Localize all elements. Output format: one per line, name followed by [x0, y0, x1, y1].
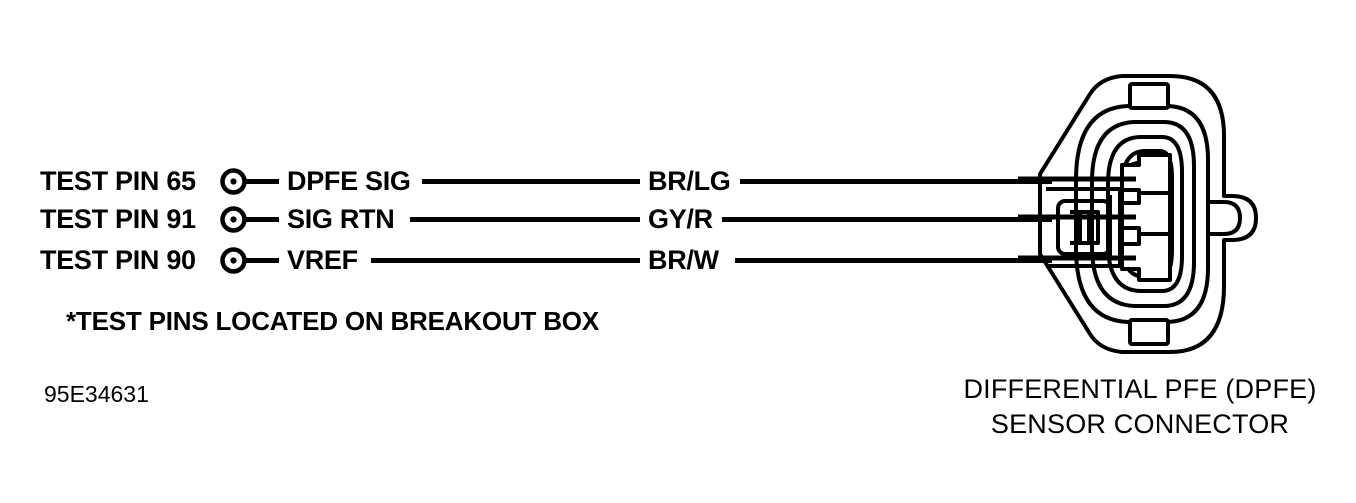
connector-bottom-tab	[1130, 320, 1168, 344]
wire-segment-2a	[410, 217, 640, 222]
wire-color-label-2: GY/R	[648, 206, 713, 233]
wire-segment-1b	[740, 179, 1052, 184]
dpfe-sensor-connector-graphic	[1018, 62, 1268, 367]
wire-segment-3a	[371, 258, 640, 263]
wire-segment-1a	[422, 179, 640, 184]
connector-right-lug	[1208, 202, 1240, 234]
connector-caption: DIFFERENTIAL PFE (DPFE) SENSOR CONNECTOR	[940, 372, 1340, 441]
test-pin-label-3: TEST PIN 90	[40, 247, 196, 274]
connector-caption-line-1: DIFFERENTIAL PFE (DPFE)	[940, 372, 1340, 407]
wire-segment-3b	[735, 258, 1052, 263]
wire-segment-2b	[722, 217, 1052, 222]
test-pin-label-1: TEST PIN 65	[40, 168, 196, 195]
connector-latch-body	[1058, 201, 1110, 254]
test-pin-symbol-3	[219, 246, 279, 276]
signal-label-3: VREF	[287, 247, 358, 274]
wire-color-label-1: BR/LG	[648, 168, 731, 195]
wire-color-label-3: BR/W	[648, 247, 719, 274]
signal-label-2: SIG RTN	[287, 206, 394, 233]
figure-id-label: 95E34631	[44, 383, 149, 406]
test-pin-symbol-1	[219, 167, 279, 197]
connector-top-tab	[1130, 84, 1168, 108]
signal-label-1: DPFE SIG	[287, 168, 411, 195]
test-pin-symbol-2	[219, 205, 279, 235]
test-pin-label-2: TEST PIN 91	[40, 206, 196, 233]
breakout-box-footnote: *TEST PINS LOCATED ON BREAKOUT BOX	[66, 308, 599, 334]
connector-caption-line-2: SENSOR CONNECTOR	[940, 407, 1340, 442]
